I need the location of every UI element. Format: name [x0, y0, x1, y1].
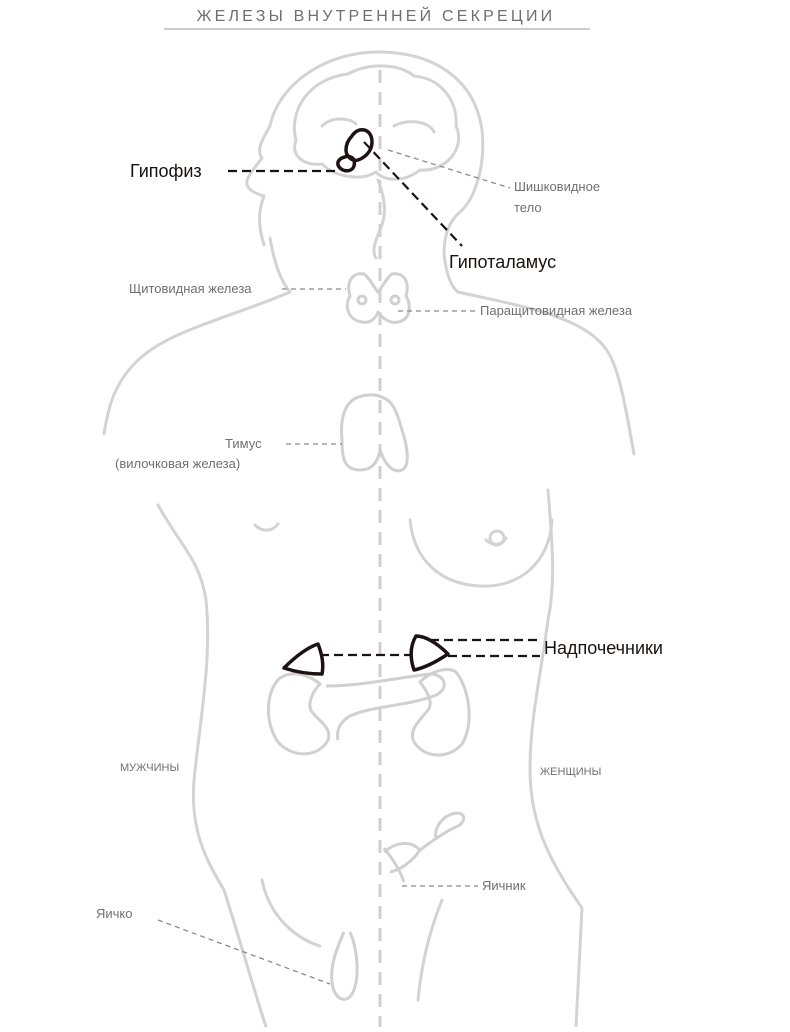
- testicle-shape: [330, 931, 359, 1001]
- label-testicle: Яичко: [96, 906, 133, 921]
- adrenal-left-shape: [282, 642, 325, 676]
- label-thymus-line1: Тимус: [225, 436, 262, 451]
- adrenal-right-shape: [409, 634, 450, 672]
- label-pineal-line2: тело: [514, 200, 542, 215]
- label-female: ЖЕНЩИНЫ: [540, 766, 601, 778]
- hypophysis-shape: [336, 154, 357, 173]
- label-hypothalamus: Гипоталамус: [449, 252, 556, 272]
- leader-testicle: [157, 919, 331, 985]
- kidney-left-shape: [266, 672, 331, 756]
- label-adrenals: Надпочечники: [544, 638, 663, 658]
- label-thymus-line2: (вилочковая железа): [115, 456, 240, 471]
- label-parathyroid: Паращитовидная железа: [480, 303, 633, 318]
- body-outline: [102, 50, 636, 1029]
- diagram-title: ЖЕЛЕЗЫ ВНУТРЕННЕЙ СЕКРЕЦИИ: [197, 6, 556, 25]
- leader-hypothalamus: [363, 141, 463, 247]
- thymus-shape: [340, 393, 409, 473]
- uterus-ovary-shape: [382, 811, 466, 883]
- label-thyroid: Щитовидная железа: [129, 281, 252, 296]
- label-male: МУЖЧИНЫ: [120, 762, 179, 774]
- kidney-right-shape: [411, 668, 471, 757]
- label-hypophysis: Гипофиз: [130, 161, 202, 181]
- thyroid-gland-shape: [345, 272, 411, 324]
- hypothalamus-shape: [344, 128, 374, 163]
- leader-pineal: [387, 149, 511, 189]
- label-pineal-line1: Шишковидное: [514, 179, 600, 194]
- pancreas-shape: [325, 672, 446, 741]
- label-ovary: Яичник: [482, 878, 526, 893]
